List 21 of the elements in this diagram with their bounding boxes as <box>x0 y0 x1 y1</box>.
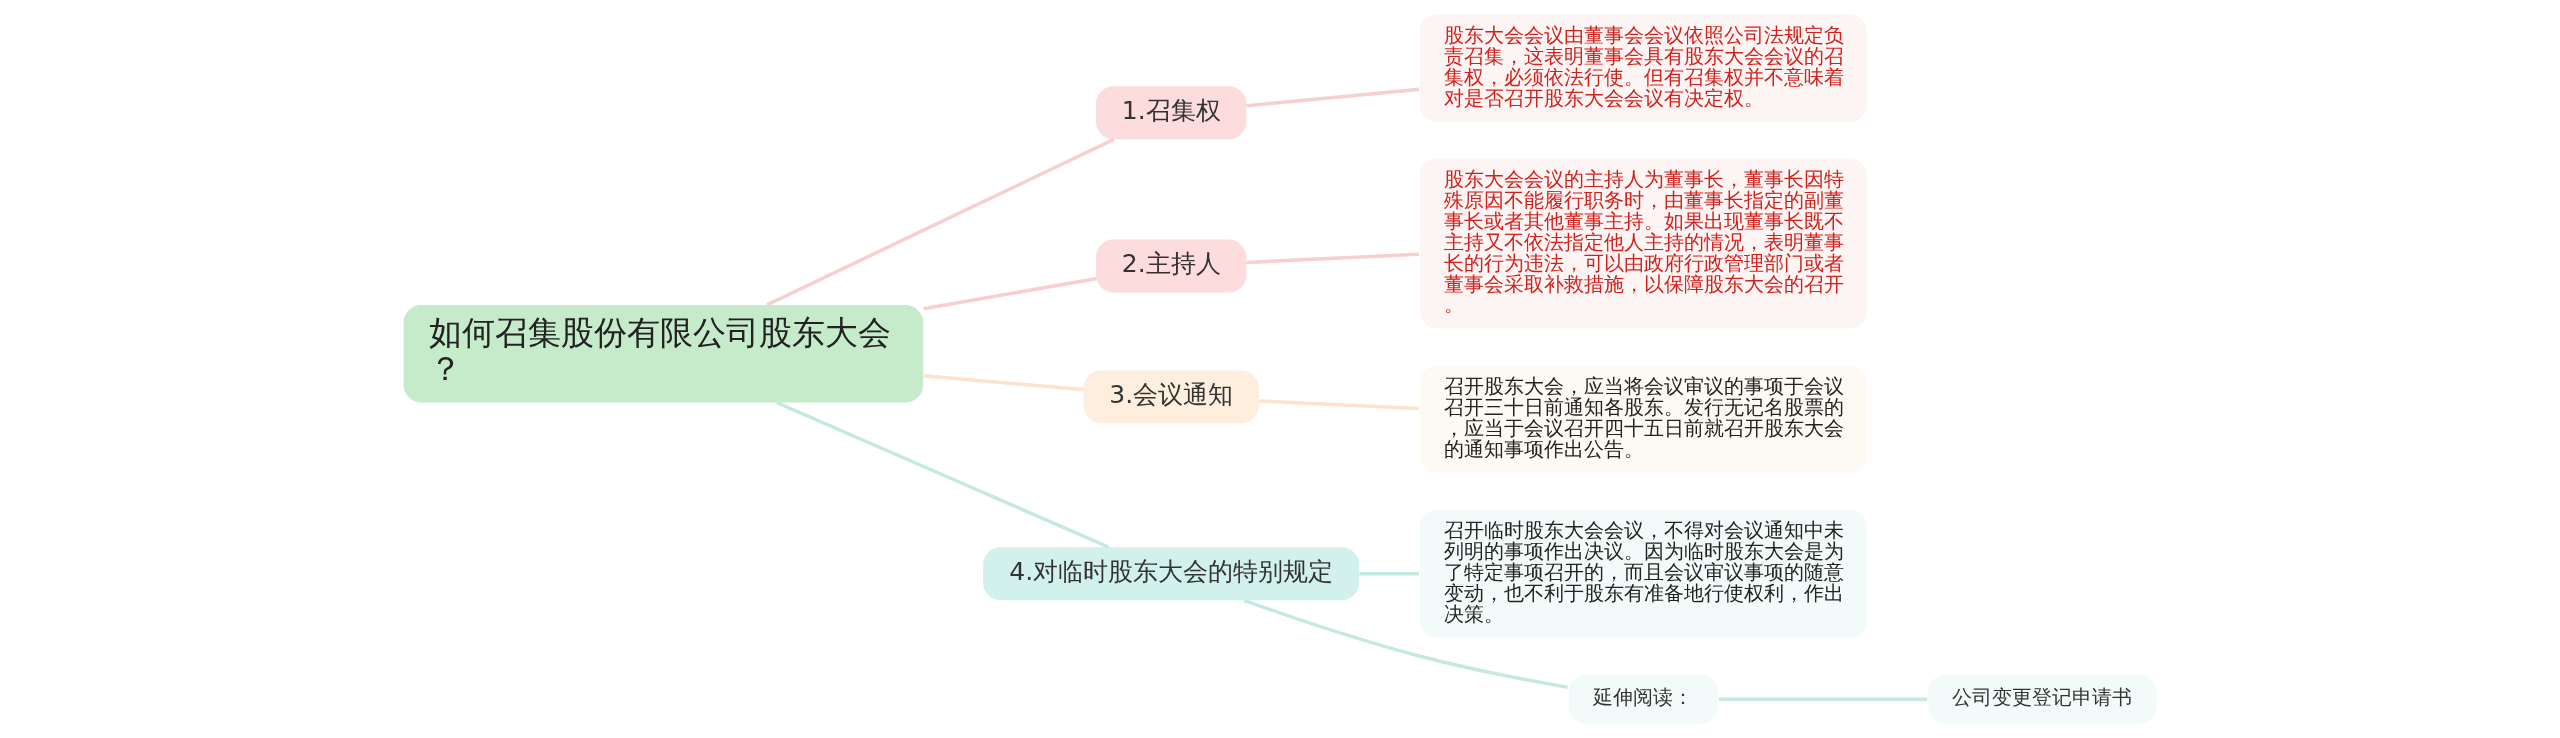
node-box: 2.主持人 <box>1095 239 1246 293</box>
node-box: 如何召集股份有限公司股东大会？ <box>403 304 923 403</box>
node-box: 公司变更登记申请书 <box>1926 673 2158 725</box>
node-box: 股东大会会议的主持人为董事长，董事长因特殊原因不能履行职务时，由董事长指定的副董事长或者其他董事主持。如果出现董事长既不主持又不依法指定他人主持的情况，表明董事长的行为违法，可以由政府行政管理部门或者董事会采取补救措施，以保障股东大会的召开。 <box>1417 157 1868 330</box>
connector <box>1258 399 1419 411</box>
connector <box>922 374 1083 392</box>
node-box: 延伸阅读： <box>1566 673 1719 725</box>
node-box: 1.召集权 <box>1095 86 1246 140</box>
connector <box>1245 252 1419 265</box>
connector <box>775 400 1109 549</box>
node-box: 4.对临时股东大会的特别规定 <box>982 547 1359 601</box>
connector <box>1243 598 1568 689</box>
node-box: 召开股东大会，应当将会议审议的事项于会议召开三十日前通知各股东。发行无记名股票的，应当于会议召开四十五日前就召开股东大会的通知事项作出公告。 <box>1417 364 1868 475</box>
node-box: 召开临时股东大会会议，不得对会议通知中未列明的事项作出决议。因为临时股东大会是为了特定事项召开的，而且会议审议事项的随意变动，也不利于股东有准备地行使权利，作出决策。 <box>1417 508 1868 640</box>
node-box: 3.会议通知 <box>1082 370 1259 424</box>
node-box: 股东大会会议由董事会会议依照公司法规定负责召集，这表明董事会具有股东大会会议的召集权，必须依法行使。但有召集权并不意味着对是否召开股东大会会议有决定权。 <box>1417 13 1868 124</box>
connector <box>765 137 1115 307</box>
connector <box>1358 572 1419 576</box>
connector <box>1718 697 1927 701</box>
connector <box>1245 87 1419 108</box>
connector <box>922 277 1096 311</box>
